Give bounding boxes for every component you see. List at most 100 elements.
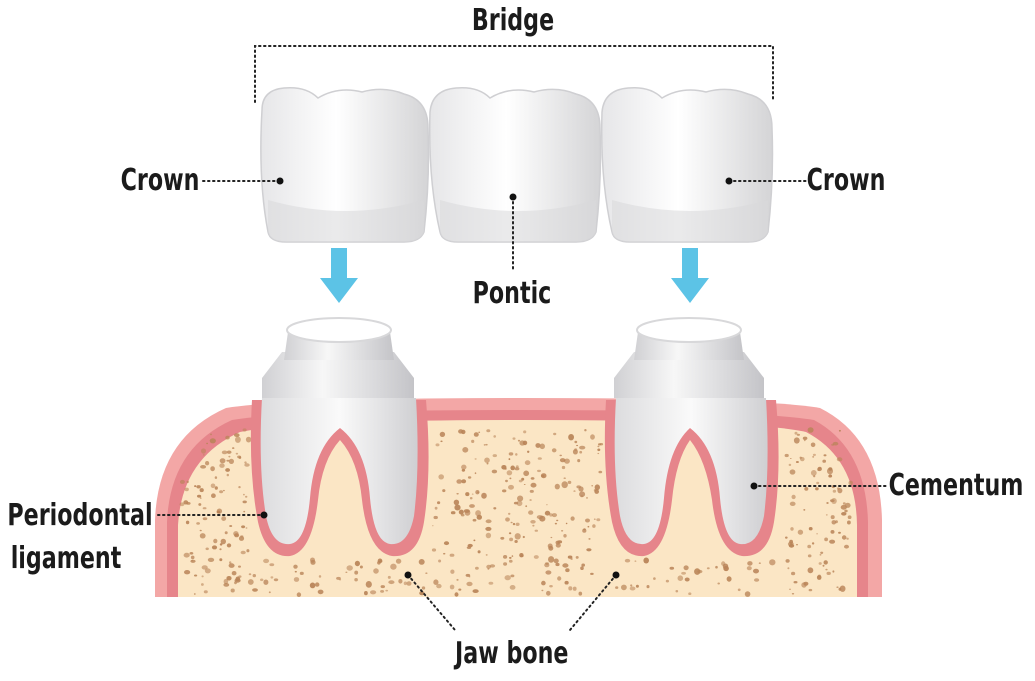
bone-speckle: [475, 566, 479, 570]
bone-speckle: [827, 467, 833, 475]
bone-speckle: [838, 429, 841, 432]
down-arrow-icon: [320, 248, 358, 303]
bone-speckle: [819, 554, 822, 556]
bone-speckle: [577, 459, 581, 463]
bone-speckle: [836, 457, 843, 462]
bone-speckle: [621, 584, 627, 591]
bone-speckle: [179, 502, 185, 507]
bone-speckle: [790, 527, 794, 531]
bone-speckle: [189, 552, 194, 555]
bone-speckle: [193, 593, 196, 595]
bone-speckle: [590, 572, 594, 576]
bone-speckle: [817, 469, 820, 471]
bone-speckle: [184, 570, 191, 575]
bone-speckle: [579, 491, 586, 498]
left-abutment-tooth: [250, 317, 429, 557]
bone-speckle: [200, 465, 207, 469]
bone-speckle: [565, 522, 568, 525]
bone-speckle: [226, 459, 230, 462]
bone-speckle: [471, 493, 474, 495]
bone-speckle: [537, 457, 542, 460]
bone-speckle: [532, 524, 535, 527]
bone-speckle: [530, 477, 535, 480]
bone-speckle: [354, 578, 358, 582]
bone-speckle: [596, 518, 601, 522]
dot-periodontal: [260, 511, 268, 519]
bone-speckle: [514, 533, 521, 540]
bone-speckle: [530, 482, 537, 488]
bone-speckle: [822, 459, 826, 463]
bone-speckle: [373, 568, 379, 574]
bone-speckle: [848, 480, 853, 486]
bone-speckle: [431, 548, 437, 552]
bone-speckle: [454, 504, 461, 511]
bone-speckle: [629, 586, 636, 591]
bone-speckle: [554, 483, 560, 490]
bone-speckle: [788, 463, 792, 466]
bone-speckle: [791, 494, 796, 500]
bone-speckle: [345, 571, 348, 573]
bone-speckle: [567, 555, 573, 559]
bone-speckle: [630, 584, 633, 587]
bone-speckle: [299, 571, 304, 576]
bone-speckle: [545, 570, 552, 575]
bone-speckle: [211, 545, 218, 550]
bone-speckle: [525, 505, 528, 508]
bone-speckle: [485, 443, 488, 446]
bone-speckle: [523, 484, 526, 485]
bone-speckle: [458, 509, 464, 515]
bone-speckle: [653, 577, 656, 580]
bone-speckle: [697, 569, 703, 574]
bone-speckle: [791, 571, 796, 576]
bone-speckle: [473, 539, 476, 542]
bone-speckle: [794, 431, 798, 435]
bone-speckle: [683, 565, 689, 571]
bone-speckle: [846, 537, 849, 540]
bone-speckle: [706, 567, 710, 570]
bone-speckle: [643, 557, 649, 564]
bone-speckle: [225, 435, 230, 440]
bone-speckle: [807, 544, 812, 549]
bone-speckle: [522, 535, 525, 539]
bridge-title: Bridge: [472, 4, 554, 38]
bone-speckle: [484, 457, 490, 463]
bone-speckle: [509, 477, 512, 480]
bone-speckle: [456, 479, 463, 484]
bone-speckle: [453, 499, 460, 506]
bone-speckle: [205, 547, 209, 551]
bone-speckle: [377, 561, 381, 565]
bone-speckle: [554, 522, 558, 525]
bone-speckle: [442, 489, 446, 493]
bone-speckle: [465, 492, 470, 497]
bone-speckle: [443, 552, 446, 555]
bone-speckle: [485, 532, 492, 539]
bone-speckle: [810, 470, 817, 476]
bone-speckle: [788, 543, 795, 548]
bone-speckle: [244, 461, 247, 464]
bone-speckle: [508, 458, 511, 461]
right-crown: [600, 86, 774, 243]
bone-speckle: [419, 591, 425, 596]
bone-speckle: [803, 509, 806, 511]
bone-speckle: [826, 502, 829, 504]
bone-speckle: [475, 510, 481, 517]
bone-speckle: [586, 548, 592, 552]
bone-speckle: [559, 454, 562, 457]
bone-speckle: [244, 463, 250, 467]
bone-speckle: [246, 549, 250, 553]
dot-cementum: [750, 482, 758, 490]
bone-speckle: [534, 529, 538, 532]
bone-speckle: [557, 540, 563, 544]
left-crown: [260, 86, 430, 243]
bone-speckle: [828, 474, 833, 478]
bone-speckle: [529, 489, 534, 493]
bone-speckle: [460, 513, 465, 517]
bone-speckle: [380, 585, 385, 589]
bone-speckle: [841, 535, 847, 540]
bone-speckle: [541, 580, 546, 586]
bone-speckle: [196, 485, 201, 489]
bone-speckle: [539, 515, 546, 522]
bone-speckle: [354, 570, 359, 575]
bone-speckle: [183, 552, 190, 558]
bone-speckle: [517, 439, 521, 442]
